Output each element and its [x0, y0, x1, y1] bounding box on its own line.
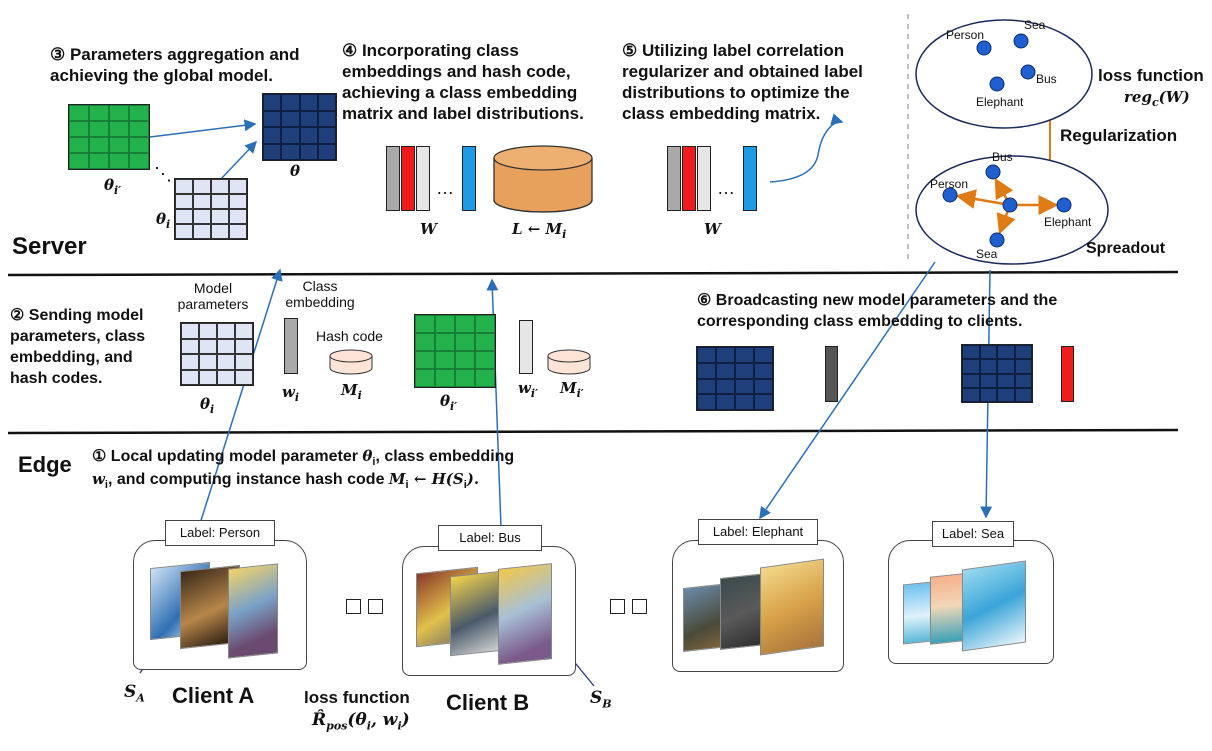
- node-sea: [1013, 33, 1029, 49]
- grid-theta-i-prime: [68, 104, 150, 170]
- broadcast-embedding-dark: [825, 346, 838, 402]
- node2-label-bus: Bus: [992, 150, 1013, 164]
- W2-column-red: [682, 146, 696, 211]
- label-bus-box: Label: Bus: [438, 525, 542, 551]
- hash-code-cylinder-Mip: [547, 349, 591, 375]
- label-W2: W: [704, 220, 721, 238]
- client-elephant-image-3: [760, 558, 824, 656]
- hash-code-cylinder-Mi: [329, 349, 373, 375]
- loss-function-edge-label: loss function: [304, 688, 410, 707]
- client-a-image-3: [228, 563, 278, 659]
- client-a-label: Client A: [172, 683, 255, 708]
- client-sea-image-3: [962, 560, 1026, 652]
- grid-broadcast-1: [696, 346, 774, 411]
- step2-text: ② Sending model parameters, class embedd…: [10, 307, 146, 387]
- label-distribution-cylinder: [493, 145, 593, 213]
- server-divider: [7, 270, 1179, 277]
- sent-w-i: wi: [282, 383, 300, 404]
- reg-formula: regc(W): [1124, 88, 1190, 109]
- node2-label-person: Person: [930, 177, 969, 191]
- W2-column-gray: [667, 146, 681, 211]
- grid-theta-global: [262, 93, 337, 161]
- arrow-broadcast-elephant: [759, 261, 936, 520]
- node-label-person: Person: [946, 28, 985, 42]
- node-label-bus: Bus: [1036, 72, 1057, 86]
- sent-theta-ip: θi′: [440, 392, 458, 413]
- label-person-box: Label: Person: [165, 520, 275, 546]
- arrow-theta-i-to-theta: [219, 140, 258, 181]
- label-W: W: [420, 220, 437, 238]
- W-ellipsis: …: [436, 178, 454, 198]
- R-pos-formula: R̂pos(θi, wi): [312, 710, 410, 733]
- node2-label-elephant: Elephant: [1044, 215, 1092, 229]
- W-column-cyan: [462, 146, 476, 211]
- label-elephant-box: Label: Elephant: [698, 519, 818, 545]
- W-column-red: [401, 146, 415, 211]
- label-theta-i-prime: θi′: [104, 176, 122, 197]
- step6-text: ⑥ Broadcasting new model parameters and …: [697, 292, 1058, 330]
- ellipsis-square-1: [346, 599, 361, 614]
- sent-M-ip: Mi′: [560, 379, 584, 400]
- step3-text: ③ Parameters aggregation and achieving t…: [50, 45, 300, 85]
- broadcast-embedding-red: [1061, 346, 1074, 402]
- label-graph-before: [915, 19, 1093, 129]
- node-label-elephant: Elephant: [976, 95, 1024, 109]
- edge-divider: [7, 428, 1179, 435]
- W2-column-light: [697, 146, 711, 211]
- dots: ⋱: [154, 164, 172, 184]
- client-b-label: Client B: [446, 690, 530, 715]
- step1-line2: wi, and computing instance hash code Mi …: [92, 470, 480, 492]
- embedding-wi: [284, 318, 298, 374]
- node-center: [1002, 197, 1018, 213]
- sent-w-ip: wi′: [518, 379, 539, 400]
- W-column-gray: [386, 146, 400, 211]
- S-B-label: SB: [590, 688, 612, 711]
- spreadout-label: Spreadout: [1086, 240, 1166, 257]
- step4-text: ④ Incorporating class embeddings and has…: [342, 41, 584, 123]
- node-elephant-2: [1056, 197, 1072, 213]
- node-person-2: [942, 187, 958, 203]
- class-embedding-label: Class embedding: [285, 278, 355, 310]
- step1-line1: ① Local updating model parameter θi, cla…: [92, 447, 515, 469]
- ellipsis-square-3: [610, 599, 625, 614]
- S-A-label: SA: [124, 682, 145, 705]
- arrow-step5-curve: [769, 113, 844, 183]
- node-bus: [1020, 64, 1036, 80]
- embedding-wip: [519, 320, 533, 374]
- ellipsis-square-4: [632, 599, 647, 614]
- label-theta: θ: [290, 162, 301, 180]
- W2-column-cyan: [743, 146, 757, 211]
- node-bus-2: [985, 164, 1001, 180]
- step5-text: ⑤ Utilizing label correlation regularize…: [622, 41, 863, 123]
- sent-M-i: Mi: [341, 381, 362, 402]
- edge-label: Edge: [18, 452, 72, 477]
- label-theta-i: θi: [156, 210, 171, 231]
- node-elephant: [989, 76, 1005, 92]
- node-person: [976, 40, 992, 56]
- grid-sent-theta-i: [180, 322, 254, 386]
- grid-theta-i: [174, 178, 248, 240]
- node2-label-sea: Sea: [976, 247, 998, 261]
- regularization-label: Regularization: [1060, 126, 1178, 145]
- W2-ellipsis: …: [717, 178, 735, 198]
- hash-code-label: Hash code: [316, 328, 383, 344]
- model-parameters-label: Model parameters: [177, 280, 249, 312]
- node-sea-2: [989, 232, 1005, 248]
- sent-theta-i: θi: [200, 395, 215, 416]
- grid-sent-theta-ip: [414, 314, 496, 388]
- label-L-from-M: L ← Mi: [512, 220, 567, 241]
- loss-function-label: loss function: [1098, 66, 1204, 85]
- grid-broadcast-2: [961, 344, 1033, 403]
- W-column-light: [416, 146, 430, 211]
- arrow-theta-iprime-to-theta: [149, 119, 257, 138]
- arrow-clientA-upload: [185, 268, 283, 569]
- server-label: Server: [12, 233, 87, 260]
- ellipsis-square-2: [368, 599, 383, 614]
- client-b-image-3: [498, 563, 552, 665]
- node-label-sea: Sea: [1024, 18, 1046, 32]
- label-sea-box: Label: Sea: [932, 521, 1014, 547]
